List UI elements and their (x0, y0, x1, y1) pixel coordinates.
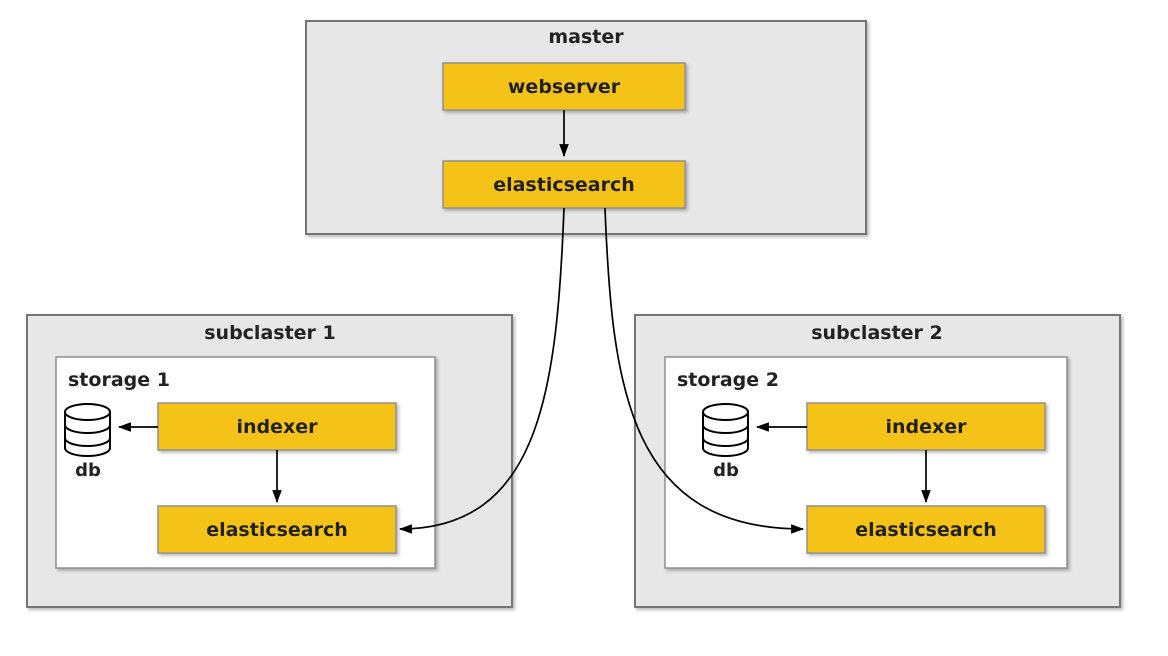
db-1-label: db (75, 460, 101, 481)
subclaster-1-elasticsearch-box (157, 505, 397, 554)
subclaster-2-elasticsearch-box (806, 505, 1046, 554)
storage-2-title: storage 2 (677, 369, 779, 391)
database-icon (702, 403, 749, 457)
database-icon (64, 403, 111, 457)
subclaster-1: subclaster 1 storage 1 db indexer elasti… (26, 314, 513, 608)
subclaster-2: subclaster 2 storage 2 db indexer elasti… (634, 314, 1121, 608)
webserver-label: webserver (508, 76, 621, 98)
subclaster-1-title: subclaster 1 (204, 322, 336, 344)
indexer-1-label: indexer (236, 416, 318, 438)
webserver-box (442, 62, 686, 111)
db-2-label: db (713, 460, 739, 481)
master-title: master (548, 26, 624, 48)
storage-1-title: storage 1 (68, 369, 170, 391)
edge-master-to-subclaster2-elasticsearch (604, 207, 805, 534)
master-elasticsearch-box (442, 160, 686, 209)
edge-master-to-subclaster1-elasticsearch (398, 207, 565, 534)
master-cluster: master webserver elasticsearch (305, 20, 867, 235)
indexer-2-label: indexer (885, 416, 967, 438)
subclaster-1-elasticsearch-label: elasticsearch (206, 519, 348, 541)
subclaster-2-title: subclaster 2 (811, 322, 943, 344)
master-elasticsearch-label: elasticsearch (493, 174, 635, 196)
subclaster-2-elasticsearch-label: elasticsearch (855, 519, 997, 541)
